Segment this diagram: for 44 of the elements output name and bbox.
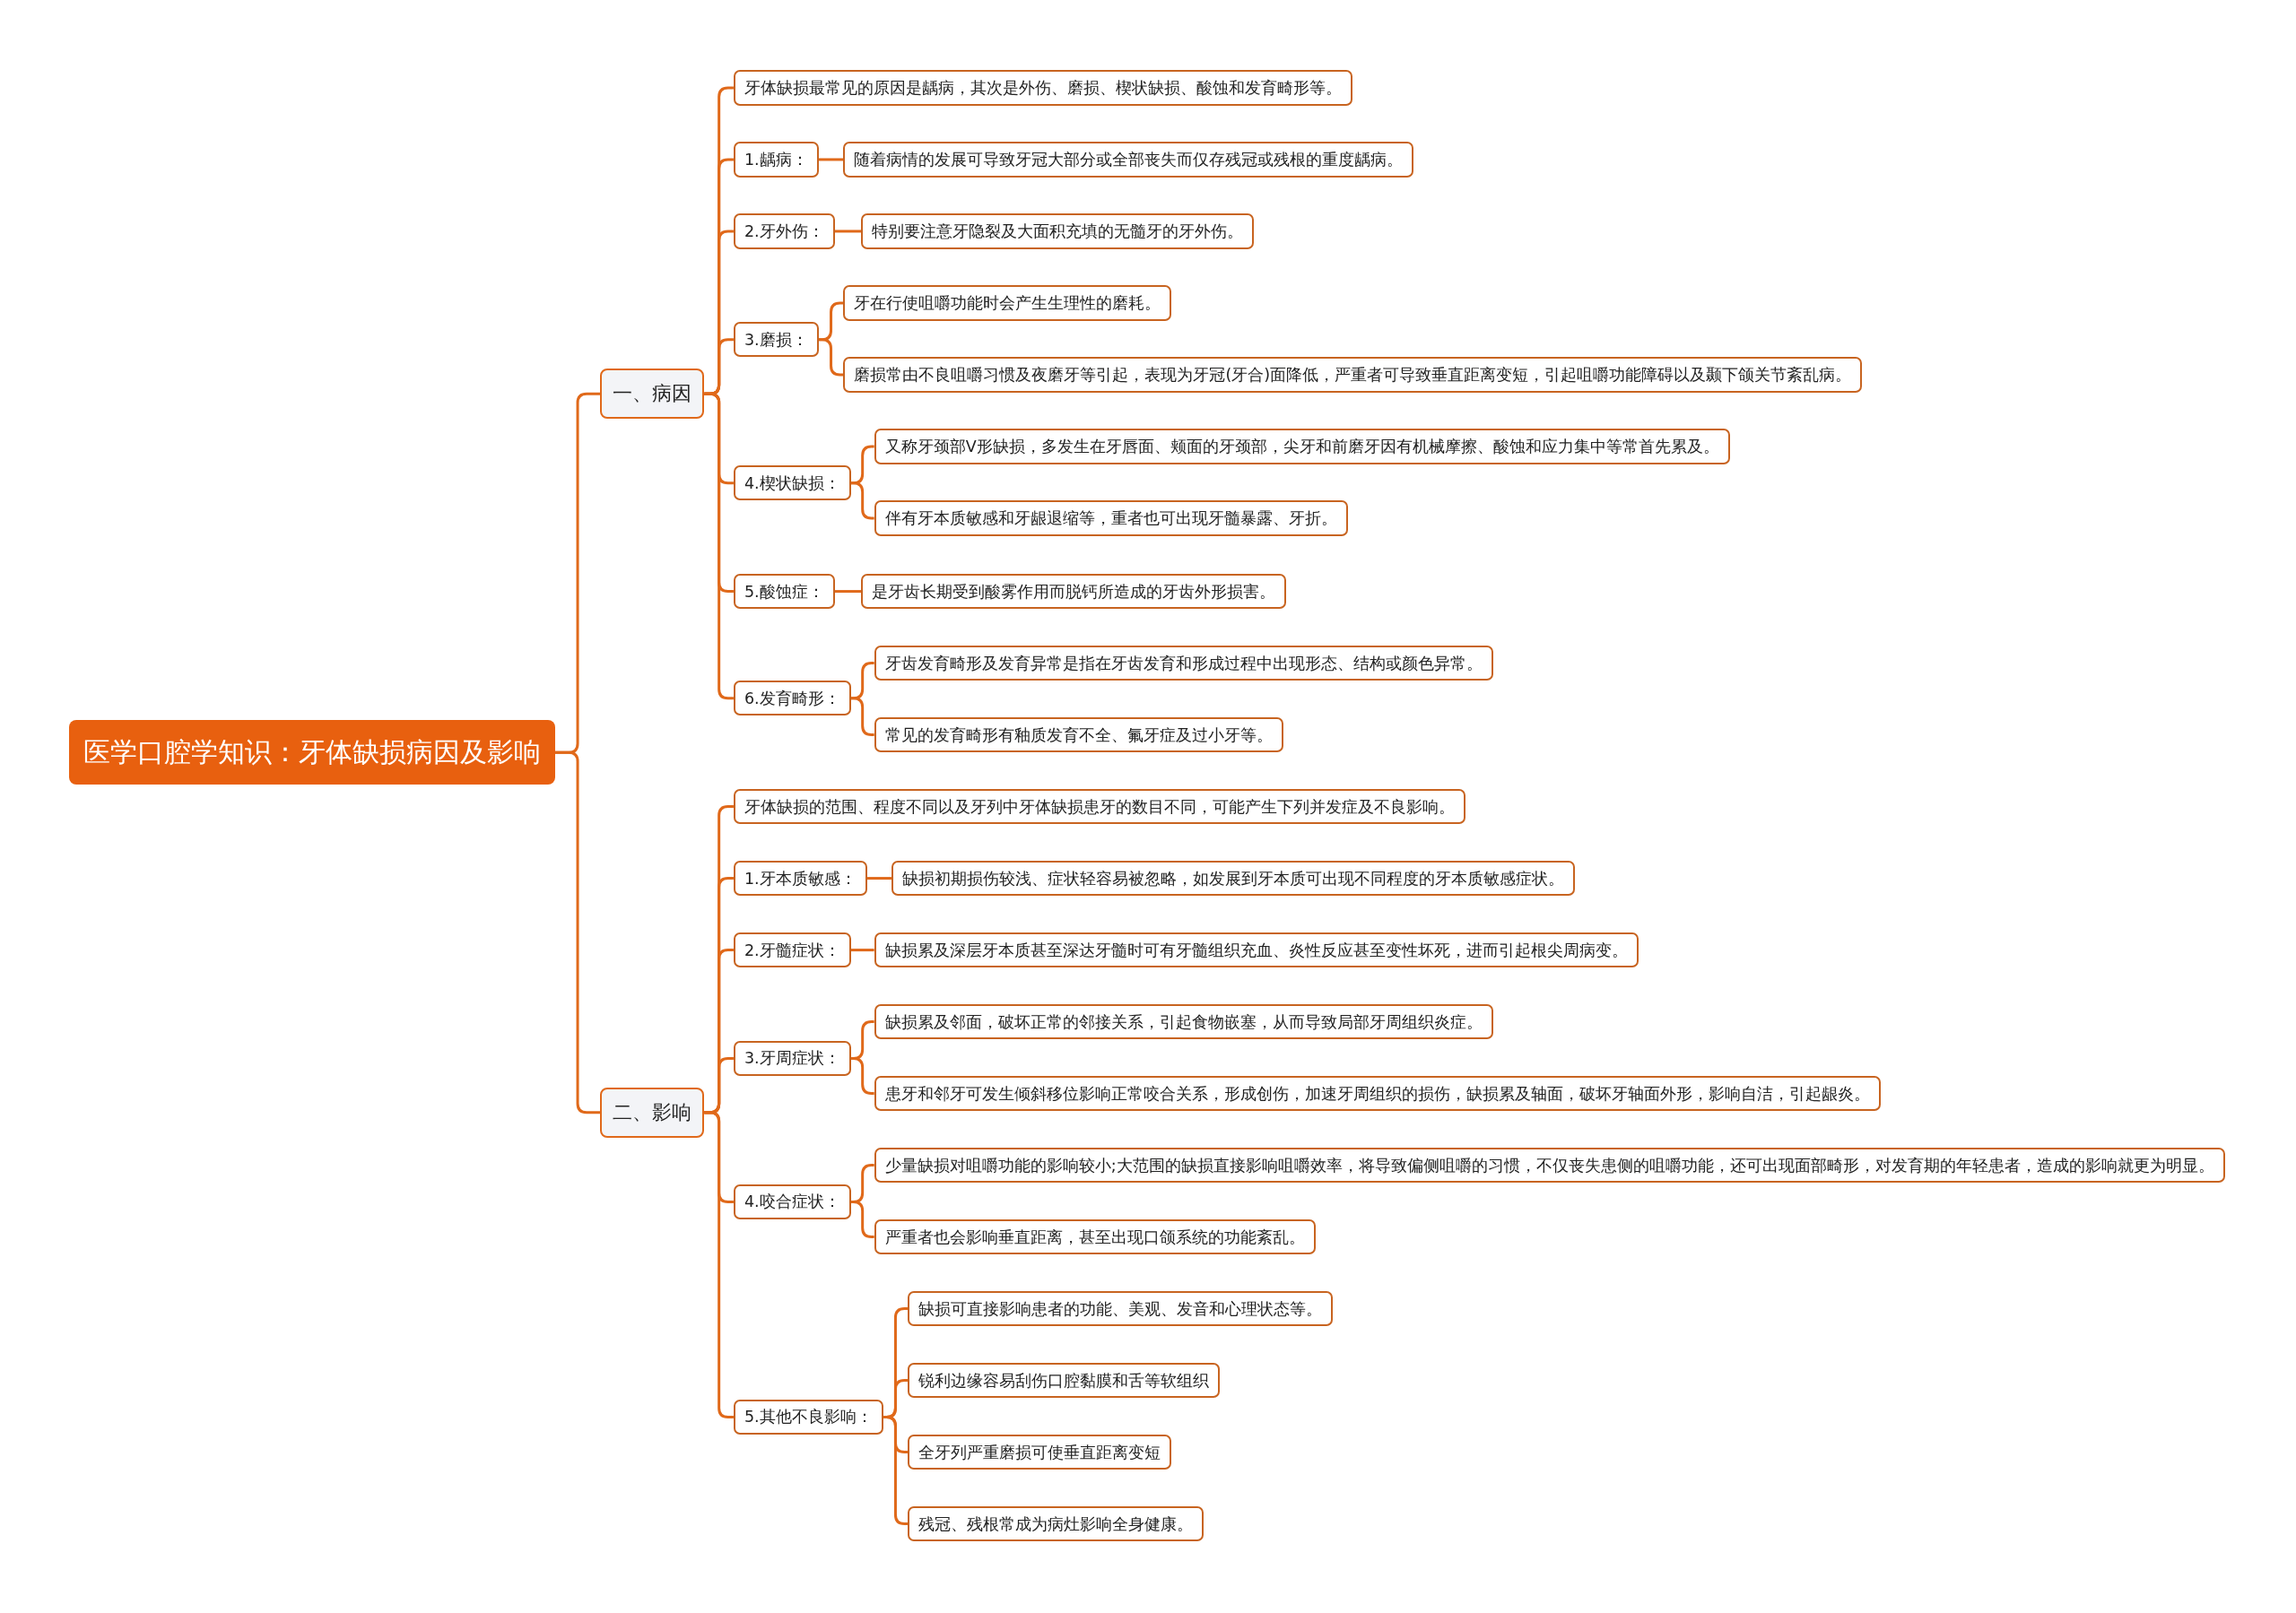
subtopic-box: 4.楔状缺损： bbox=[733, 465, 851, 501]
subtopic-box: 特别要注意牙隐裂及大面积充填的无髓牙的牙外伤。 bbox=[861, 213, 1254, 249]
subtopic-box: 5.酸蚀症： bbox=[733, 574, 835, 610]
subtopic-box: 严重者也会影响垂直距离，甚至出现口颌系统的功能紊乱。 bbox=[874, 1219, 1316, 1255]
subtopic-box: 伴有牙本质敏感和牙龈退缩等，重者也可出现牙髓暴露、牙折。 bbox=[874, 500, 1348, 536]
connector-line bbox=[850, 697, 874, 737]
subtopic-box: 3.磨损： bbox=[733, 322, 819, 358]
subtopic-box: 牙体缺损的范围、程度不同以及牙列中牙体缺损患牙的数目不同，可能产生下列并发症及不良影响。 bbox=[733, 789, 1465, 825]
subtopic-box: 4.咬合症状： bbox=[733, 1184, 851, 1219]
subtopic-box: 2.牙外伤： bbox=[733, 213, 835, 249]
subtopic-box: 常见的发育畸形有釉质发育不全、氟牙症及过小牙等。 bbox=[874, 717, 1283, 753]
subtopic-box: 牙体缺损最常见的原因是龋病，其次是外伤、磨损、楔状缺损、酸蚀和发育畸形等。 bbox=[733, 70, 1352, 106]
subtopic-box: 磨损常由不良咀嚼习惯及夜磨牙等引起，表现为牙冠(牙合)面降低，严重者可导致垂直距离变短，引起咀嚼功能障碍以及颞下颌关节紊乱病。 bbox=[843, 357, 1863, 393]
subtopic-box: 又称牙颈部V形缺损，多发生在牙唇面、颊面的牙颈部，尖牙和前磨牙因有机械摩擦、酸蚀和应力集中等常首先累及。 bbox=[874, 429, 1730, 464]
connector-line bbox=[850, 481, 874, 520]
subtopic-box: 3.牙周症状： bbox=[733, 1040, 851, 1076]
connector-line bbox=[818, 158, 844, 161]
topic-box: 医学口腔学知识：牙体缺损病因及影响 bbox=[68, 720, 555, 785]
connector-line bbox=[554, 750, 601, 1114]
subtopic-box: 锐利边缘容易刮伤口腔黏膜和舌等软组织 bbox=[908, 1363, 1221, 1399]
subtopic-box: 缺损累及邻面，破坏正常的邻接关系，引起食物嵌塞，从而导致局部牙周组织炎症。 bbox=[874, 1004, 1493, 1040]
subtopic-box: 牙齿发育畸形及发育异常是指在牙齿发育和形成过程中出现形态、结构或颜色异常。 bbox=[874, 646, 1493, 681]
subtopic-box: 少量缺损对咀嚼功能的影响较小;大范围的缺损直接影响咀嚼效率，将导致偏侧咀嚼的习惯，不仅丧失患侧的咀嚼功能，还可出现面部畸形，对发育期的年轻患者，造成的影响就更为明显。 bbox=[874, 1148, 2225, 1184]
subtopic-box: 随着病情的发展可导致牙冠大部分或全部丧失而仅存残冠或残根的重度龋病。 bbox=[843, 142, 1414, 178]
connector-line bbox=[850, 949, 874, 952]
subtopic-box: 全牙列严重磨损可使垂直距离变短 bbox=[908, 1435, 1172, 1470]
subtopic-box: 患牙和邻牙可发生倾斜移位影响正常咬合关系，形成创伤，加速牙周组织的损伤，缺损累及轴面，破坏牙轴面外形，影响自洁，引起龈炎。 bbox=[874, 1076, 1881, 1112]
connector-line bbox=[834, 230, 861, 233]
subtopic-box: 2.牙髓症状： bbox=[733, 932, 851, 968]
subtopic-box: 缺损累及深层牙本质甚至深达牙髓时可有牙髓组织充血、炎性反应甚至变性坏死，进而引起根尖周病变。 bbox=[874, 932, 1639, 968]
subtopic-box: 残冠、残根常成为病灶影响全身健康。 bbox=[908, 1506, 1205, 1542]
connector-line bbox=[818, 338, 844, 377]
branch-box: 一、病因 bbox=[600, 369, 705, 419]
branch-box: 二、影响 bbox=[600, 1088, 705, 1138]
subtopic-box: 5.其他不良影响： bbox=[733, 1399, 883, 1435]
subtopic-box: 1.牙本质敏感： bbox=[733, 861, 867, 897]
subtopic-box: 缺损可直接影响患者的功能、美观、发音和心理状态等。 bbox=[908, 1291, 1334, 1327]
subtopic-box: 缺损初期损伤较浅、症状轻容易被忽略，如发展到牙本质可出现不同程度的牙本质敏感症状。 bbox=[891, 861, 1576, 897]
subtopic-box: 1.龋病： bbox=[733, 142, 819, 178]
subtopic-box: 是牙齿长期受到酸雾作用而脱钙所造成的牙齿外形损害。 bbox=[861, 574, 1286, 610]
connector-line bbox=[866, 877, 892, 880]
subtopic-box: 6.发育畸形： bbox=[733, 681, 851, 716]
connector-line bbox=[834, 590, 861, 594]
subtopic-box: 牙在行使咀嚼功能时会产生生理性的磨耗。 bbox=[843, 285, 1172, 321]
